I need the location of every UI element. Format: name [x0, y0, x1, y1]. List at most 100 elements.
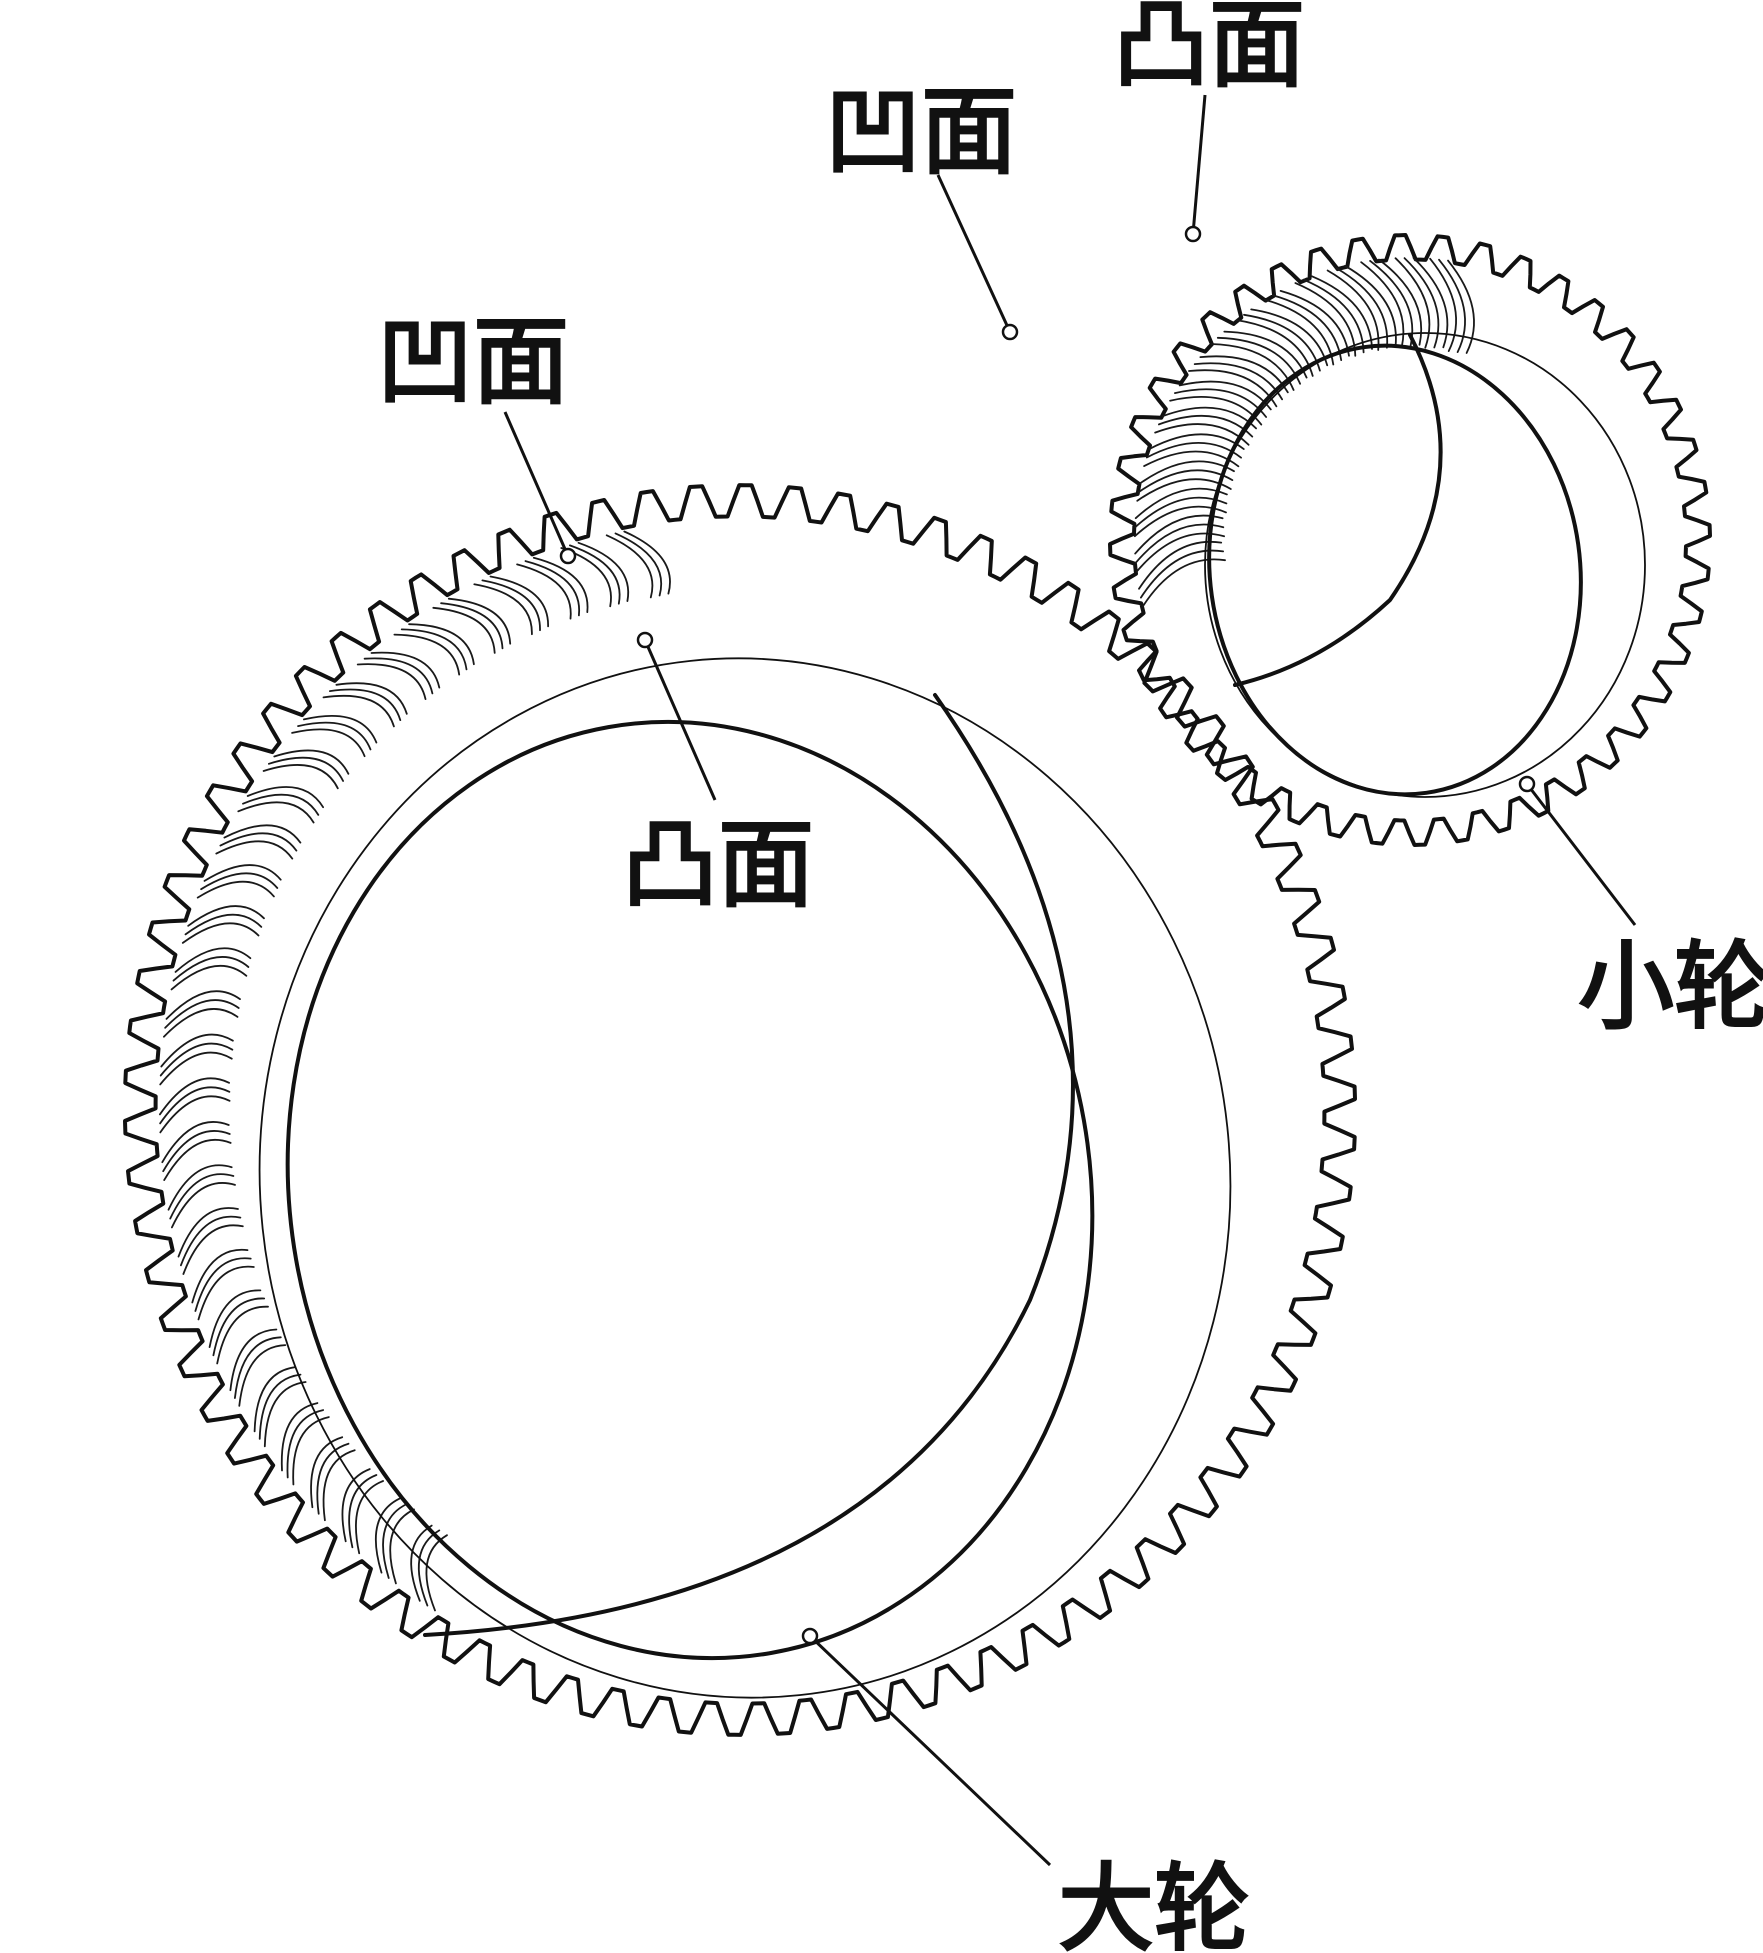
annotation-leaders — [503, 94, 1637, 1867]
tooth-flank-curve — [1216, 336, 1301, 385]
tooth-flank-curve — [165, 990, 241, 1020]
tooth-flank-curve — [382, 1503, 408, 1579]
tooth-flank-curve — [356, 663, 427, 700]
tooth-flank-curve — [162, 1130, 231, 1173]
tooth-flank-curve — [322, 1449, 356, 1522]
tooth-flank-curve — [389, 1508, 415, 1585]
tooth-flank-curve — [1360, 261, 1405, 349]
tooth-flank-curve — [242, 793, 320, 816]
tooth-flank-curve — [374, 1497, 401, 1574]
small-wheel-cone-edge — [1233, 333, 1443, 687]
tooth-flank-curve — [310, 1436, 344, 1509]
tooth-flank-curve — [159, 1086, 231, 1125]
tooth-flank-curve — [1158, 414, 1254, 438]
tooth-flank-curve — [174, 947, 252, 973]
marker-large-concave — [559, 547, 577, 565]
tooth-flank-curve — [258, 1373, 302, 1440]
tooth-flank-curve — [322, 694, 395, 728]
label-large-concave: 凹面 — [377, 305, 569, 418]
marker-small-concave — [1001, 323, 1019, 341]
small-wheel-bore-inner — [1207, 343, 1583, 797]
tooth-flank-curve — [253, 1366, 297, 1433]
tooth-flank-curve — [1403, 257, 1440, 349]
tooth-flank-curve — [223, 824, 302, 844]
tooth-flank-curve — [341, 1468, 371, 1543]
tooth-flank-curve — [1135, 523, 1225, 564]
tooth-flank-curve — [216, 1305, 269, 1365]
tooth-flank-curve — [408, 623, 475, 666]
large-wheel-gear — [123, 483, 1357, 1737]
tooth-flank-curve — [1199, 355, 1289, 394]
tooth-flank-curve — [1279, 290, 1350, 357]
tooth-flank-curve — [473, 583, 533, 636]
small-wheel-tooth-profile — [1108, 233, 1712, 847]
tooth-flank-curve — [180, 1215, 242, 1267]
large-wheel-tooth-flanks — [159, 530, 671, 1612]
tooth-flank-curve — [447, 597, 512, 645]
tooth-flank-curve — [159, 1042, 234, 1077]
tooth-flank-curve — [1326, 269, 1380, 351]
tooth-flank-curve — [481, 579, 541, 632]
tooth-flank-curve — [172, 956, 250, 982]
tooth-flank-curve — [197, 1265, 255, 1321]
tooth-flank-curve — [1271, 294, 1343, 361]
label-small-concave: 凹面 — [825, 75, 1017, 188]
tooth-flank-curve — [262, 764, 339, 790]
tooth-flank-curve — [215, 840, 294, 860]
tooth-flank-curve — [187, 905, 265, 927]
tooth-flank-curve — [400, 628, 468, 671]
tooth-flank-curve — [163, 1008, 239, 1038]
tooth-flank-curve — [1335, 267, 1389, 349]
tooth-flank-curve — [1148, 433, 1245, 450]
leader-small-convex — [1191, 94, 1207, 235]
tooth-flank-curve — [191, 1248, 249, 1304]
tooth-flank-curve — [161, 1121, 230, 1164]
tooth-flank-curve — [410, 1524, 433, 1602]
tooth-flank-curve — [1412, 257, 1449, 349]
tooth-flank-curve — [194, 1257, 252, 1312]
tooth-flank-curve — [208, 1289, 262, 1348]
leader-large-concave — [503, 411, 570, 557]
tooth-flank-curve — [246, 786, 324, 809]
tooth-flank-curve — [1136, 478, 1232, 502]
tooth-flank-curve — [203, 864, 282, 882]
tooth-flank-curve — [1438, 258, 1466, 353]
tooth-flank-curve — [196, 880, 275, 899]
leader-small-wheel — [1525, 783, 1637, 926]
tooth-flank-curve — [163, 1138, 232, 1181]
tooth-flank-curve — [1394, 257, 1431, 349]
tooth-flank-curve — [1447, 259, 1475, 354]
tooth-flank-curve — [268, 756, 344, 782]
tooth-flank-curve — [181, 922, 260, 944]
tooth-flank-curve — [263, 1381, 307, 1448]
label-large-wheel: 大轮 — [1058, 1852, 1250, 1953]
tooth-flank-curve — [219, 832, 298, 852]
tooth-flank-curve — [1429, 257, 1457, 352]
tooth-flank-curve — [1311, 275, 1373, 350]
tooth-flank-curve — [1250, 308, 1329, 367]
label-large-convex: 凸面 — [622, 808, 814, 921]
tooth-flank-curve — [363, 657, 434, 695]
tooth-flank-curve — [159, 1051, 233, 1086]
small-wheel-gear — [1108, 233, 1712, 847]
tooth-flank-curve — [303, 715, 378, 744]
tooth-flank-curve — [159, 1077, 230, 1116]
marker-large-wheel — [801, 1627, 819, 1645]
tooth-flank-curve — [159, 1095, 231, 1134]
tooth-flank-curve — [614, 532, 662, 597]
marker-small-convex — [1184, 225, 1202, 243]
small-wheel-bore-rim — [1204, 332, 1646, 798]
tooth-flank-curve — [1143, 450, 1240, 468]
tooth-flank-curve — [370, 651, 441, 689]
tooth-flank-curve — [393, 633, 461, 676]
tooth-flank-curve — [569, 544, 621, 605]
tooth-flank-curve — [532, 556, 589, 613]
tooth-flank-curve — [489, 575, 550, 628]
tooth-flank-curve — [335, 682, 408, 715]
tooth-flank-curve — [291, 728, 366, 758]
tooth-flank-curve — [623, 530, 671, 595]
tooth-flank-curve — [164, 999, 240, 1029]
tooth-flank-curve — [524, 560, 580, 617]
tooth-flank-curve — [273, 749, 350, 775]
tooth-flank-curve — [1188, 369, 1278, 408]
